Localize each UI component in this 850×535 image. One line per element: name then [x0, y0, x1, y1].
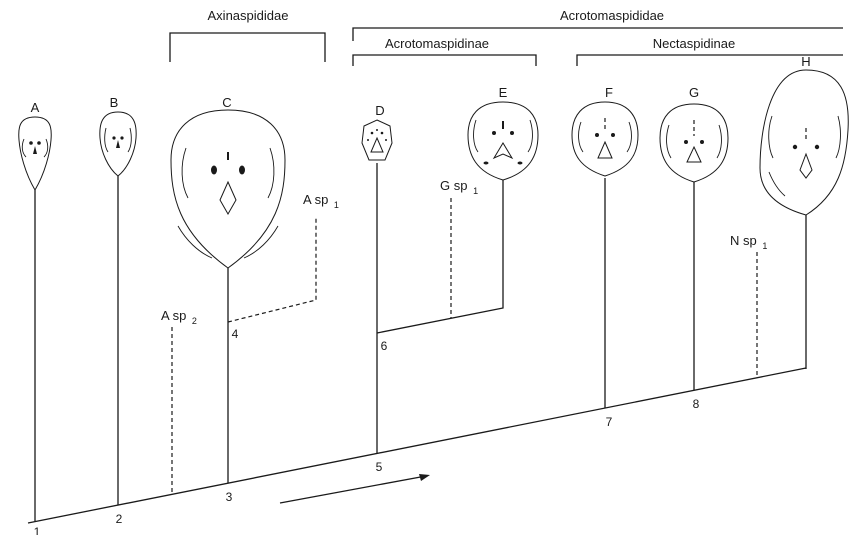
label-acrotomaspididae: Acrotomaspididae — [560, 8, 664, 23]
taxon-label-a: A — [31, 100, 40, 115]
shield-e — [468, 102, 538, 180]
taxon-label-c: C — [222, 95, 231, 110]
shield-b — [100, 112, 136, 176]
arrow-head — [419, 474, 430, 481]
shield-h — [760, 70, 848, 215]
taxon-label-b: B — [110, 95, 119, 110]
label-acrotomaspidinae: Acrotomaspidinae — [385, 36, 489, 51]
group-labels: Axinaspididae Acrotomaspididae Acrotomas… — [208, 8, 736, 51]
shield-f — [572, 102, 638, 176]
direction-arrow — [280, 474, 430, 503]
arrow-shaft — [280, 476, 426, 503]
species-label-a-sp2-base: A sp — [161, 308, 186, 323]
taxon-label-d: D — [375, 103, 384, 118]
taxon-label-h: H — [801, 54, 810, 69]
shield-c — [171, 110, 285, 268]
node-label-6: 6 — [381, 339, 388, 353]
bracket-axinaspididae — [170, 33, 325, 62]
taxon-label-g: G — [689, 85, 699, 100]
node-label-8: 8 — [693, 397, 700, 411]
shield-a — [19, 117, 52, 190]
species-label-n-sp1-base: N sp — [730, 233, 757, 248]
group-brackets — [170, 28, 843, 66]
node-label-5: 5 — [376, 460, 383, 474]
node-label-1: 1 — [34, 525, 41, 535]
species-label-a-sp1-base: A sp — [303, 192, 328, 207]
taxon-label-f: F — [605, 85, 613, 100]
solid-branches — [35, 163, 806, 521]
branch-e — [377, 180, 503, 333]
node-label-7: 7 — [606, 415, 613, 429]
node-label-3: 3 — [226, 490, 233, 504]
dashed-branches — [172, 198, 757, 494]
species-label-n-sp1: N sp 1 — [730, 233, 767, 251]
species-label-g-sp1-sub: 1 — [473, 186, 478, 196]
species-label-a-sp2: A sp 2 — [161, 308, 197, 326]
main-axis — [28, 368, 806, 523]
node-labels: 1 2 3 4 5 6 7 8 — [34, 327, 700, 535]
species-label-g-sp1-base: G sp — [440, 178, 467, 193]
species-label-a-sp2-sub: 2 — [192, 316, 197, 326]
species-label-a-sp1: A sp 1 — [303, 192, 339, 210]
label-nectaspidinae: Nectaspidinae — [653, 36, 735, 51]
species-label-n-sp1-sub: 1 — [762, 241, 767, 251]
label-axinaspididae: Axinaspididae — [208, 8, 289, 23]
species-label-a-sp1-sub: 1 — [334, 200, 339, 210]
shield-g — [660, 104, 728, 182]
node-label-4: 4 — [232, 327, 239, 341]
shield-d — [362, 120, 392, 160]
species-label-g-sp1: G sp 1 — [440, 178, 478, 196]
taxon-label-e: E — [499, 85, 508, 100]
bracket-acrotomaspidinae — [353, 55, 536, 66]
node-label-2: 2 — [116, 512, 123, 526]
